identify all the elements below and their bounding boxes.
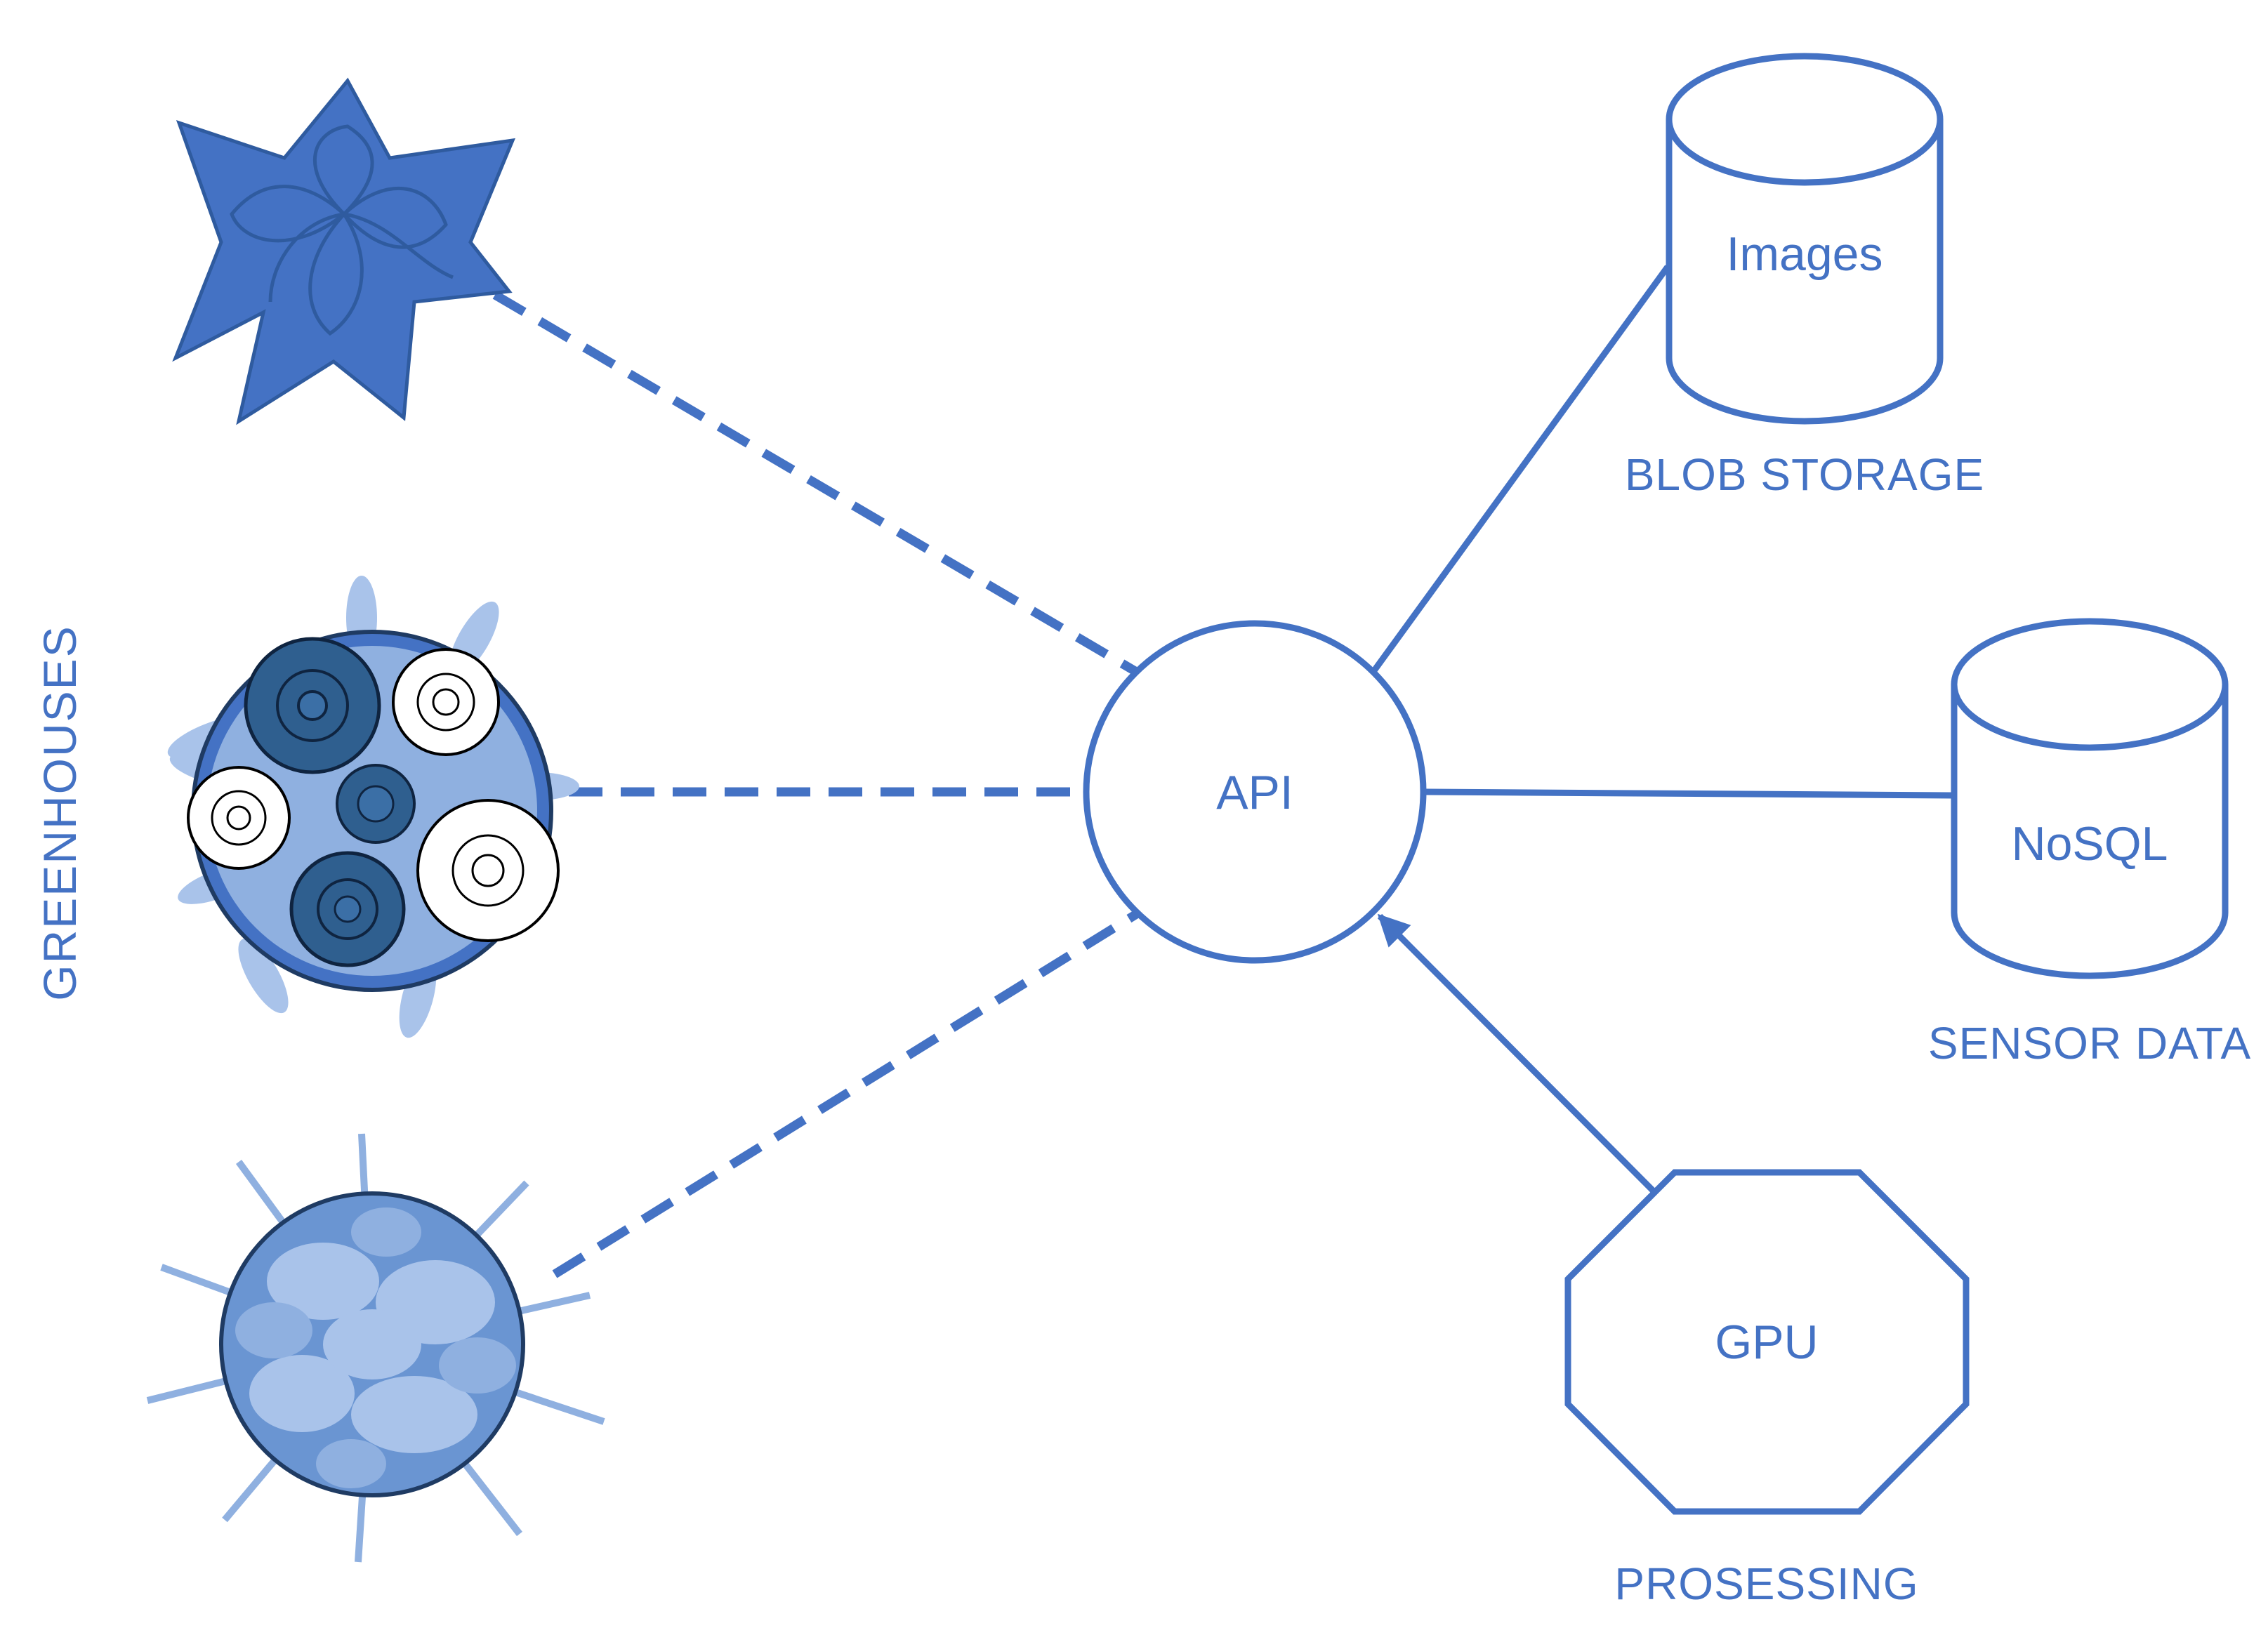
api-label: API	[1216, 766, 1293, 819]
blob-storage-caption: BLOB STORAGE	[1625, 449, 1984, 500]
processing-caption: PROSESSING	[1614, 1558, 1918, 1609]
blob-storage-node: Images BLOB STORAGE	[1625, 53, 1984, 500]
flower-dark-2	[336, 764, 416, 844]
gpu-node: GPU PROSESSING	[1564, 1169, 1970, 1609]
nosql-inner-label: NoSQL	[2012, 817, 2168, 871]
link-api-sensor-data	[1425, 788, 1953, 799]
blob-storage-cylinder	[1666, 53, 1944, 425]
flower-dark-3	[289, 851, 406, 967]
connections	[492, 265, 1953, 1278]
flower-dark-1	[244, 637, 381, 774]
dashed-link-greenhouse-3	[552, 907, 1144, 1278]
api-circle	[1083, 620, 1427, 964]
fern-plant-icon	[146, 1133, 605, 1563]
flower-white-2	[187, 766, 291, 870]
dashed-link-greenhouse-1	[492, 291, 1140, 677]
succulent-plant-icon	[172, 77, 515, 425]
api-node: API	[1083, 620, 1427, 964]
flower-plant-icon	[167, 576, 579, 1038]
gpu-inner-label: GPU	[1715, 1316, 1818, 1369]
sensor-data-node: NoSQL SENSOR DATA	[1928, 618, 2251, 1068]
link-api-blob-storage	[1370, 265, 1670, 675]
blob-storage-inner-label: Images	[1727, 227, 1883, 281]
flower-white-1	[392, 648, 500, 756]
bidirectional-link-api-gpu	[1377, 913, 1680, 1217]
nosql-cylinder	[1951, 618, 2229, 979]
sensor-data-caption: SENSOR DATA	[1928, 1018, 2251, 1068]
greenhouses-label: GREENHOUSES	[34, 625, 86, 1000]
flower-white-3	[416, 799, 560, 942]
gpu-octagon	[1564, 1169, 1970, 1515]
